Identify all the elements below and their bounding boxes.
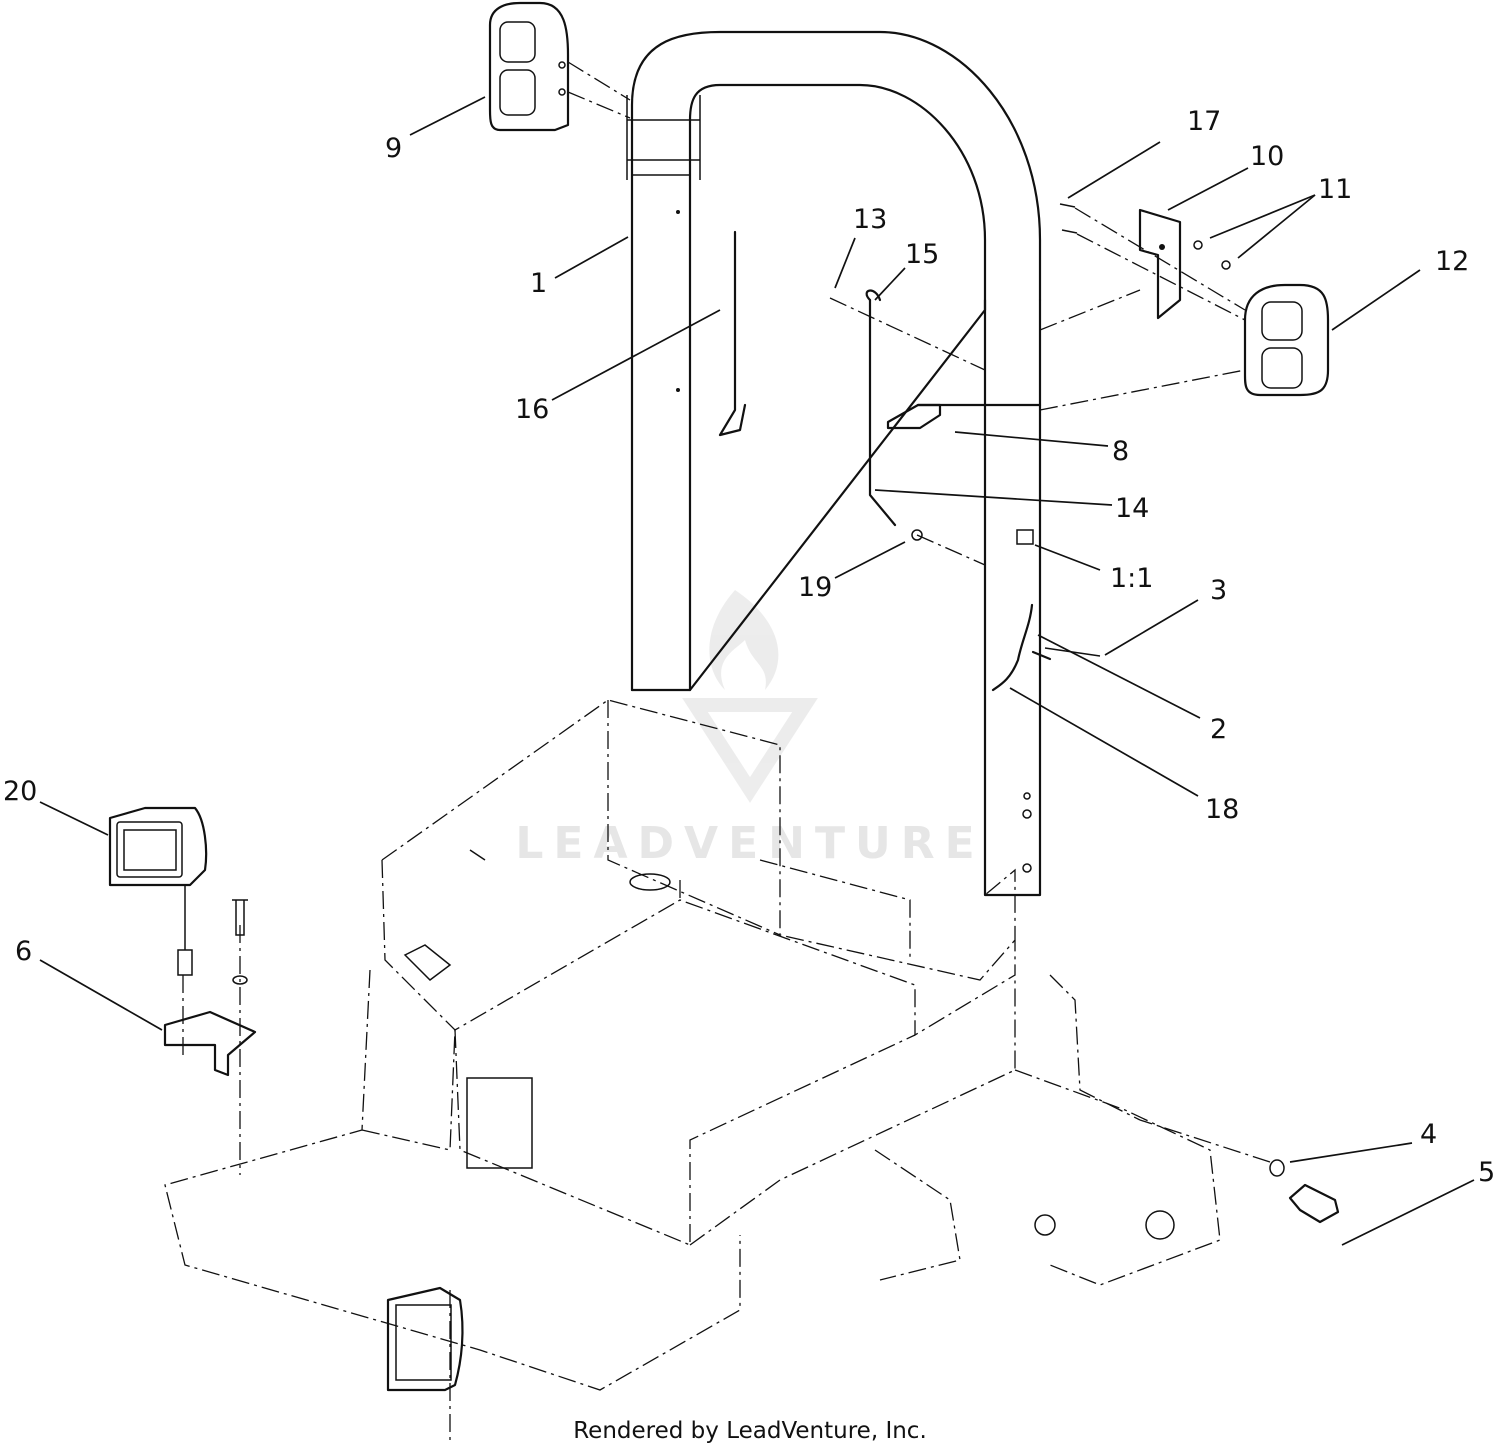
callout-16: 16	[515, 394, 549, 425]
watermark-logo-icon	[682, 590, 818, 803]
work-light	[108, 806, 208, 976]
callout-17: 17	[1187, 106, 1221, 137]
callout-10: 10	[1250, 141, 1284, 172]
callout-1: 1	[530, 268, 547, 299]
callout-4: 4	[1420, 1119, 1437, 1150]
callout-2: 2	[1210, 714, 1227, 745]
callout-6: 6	[15, 936, 32, 967]
footer-credit: Rendered by LeadVenture, Inc.	[573, 1418, 927, 1444]
callout-1-1: 1:1	[1110, 563, 1153, 594]
tail-light-right	[1243, 283, 1330, 397]
light-bracket	[1059, 203, 1231, 320]
manual-holder	[718, 230, 1042, 541]
callout-15: 15	[905, 239, 939, 270]
tail-light-left	[488, 1, 570, 132]
callout-19: 19	[798, 572, 832, 603]
rops-frame	[626, 30, 1042, 897]
callout-8: 8	[1112, 436, 1129, 467]
callout-12: 12	[1435, 246, 1469, 277]
callout-11: 11	[1318, 174, 1352, 205]
cable-hose	[991, 603, 1101, 692]
callout-13: 13	[853, 204, 887, 235]
work-light-front	[386, 1286, 464, 1392]
chassis-outline	[164, 699, 1221, 1391]
callout-5: 5	[1478, 1157, 1495, 1188]
bolt-hardware	[1031, 650, 1340, 1224]
light-bracket-front	[163, 899, 257, 1077]
callout-9: 9	[385, 133, 402, 164]
callout-20: 20	[3, 776, 37, 807]
callout-18: 18	[1205, 794, 1239, 825]
leader-lines	[39, 96, 1475, 1246]
callout-labels: 9 1 16 13 15 17 10 11 12 8 14 1:1 19 3 2…	[3, 106, 1495, 1188]
watermark-text: LEADVENTURE	[515, 818, 985, 869]
callout-14: 14	[1115, 493, 1149, 524]
callout-3: 3	[1210, 575, 1227, 606]
